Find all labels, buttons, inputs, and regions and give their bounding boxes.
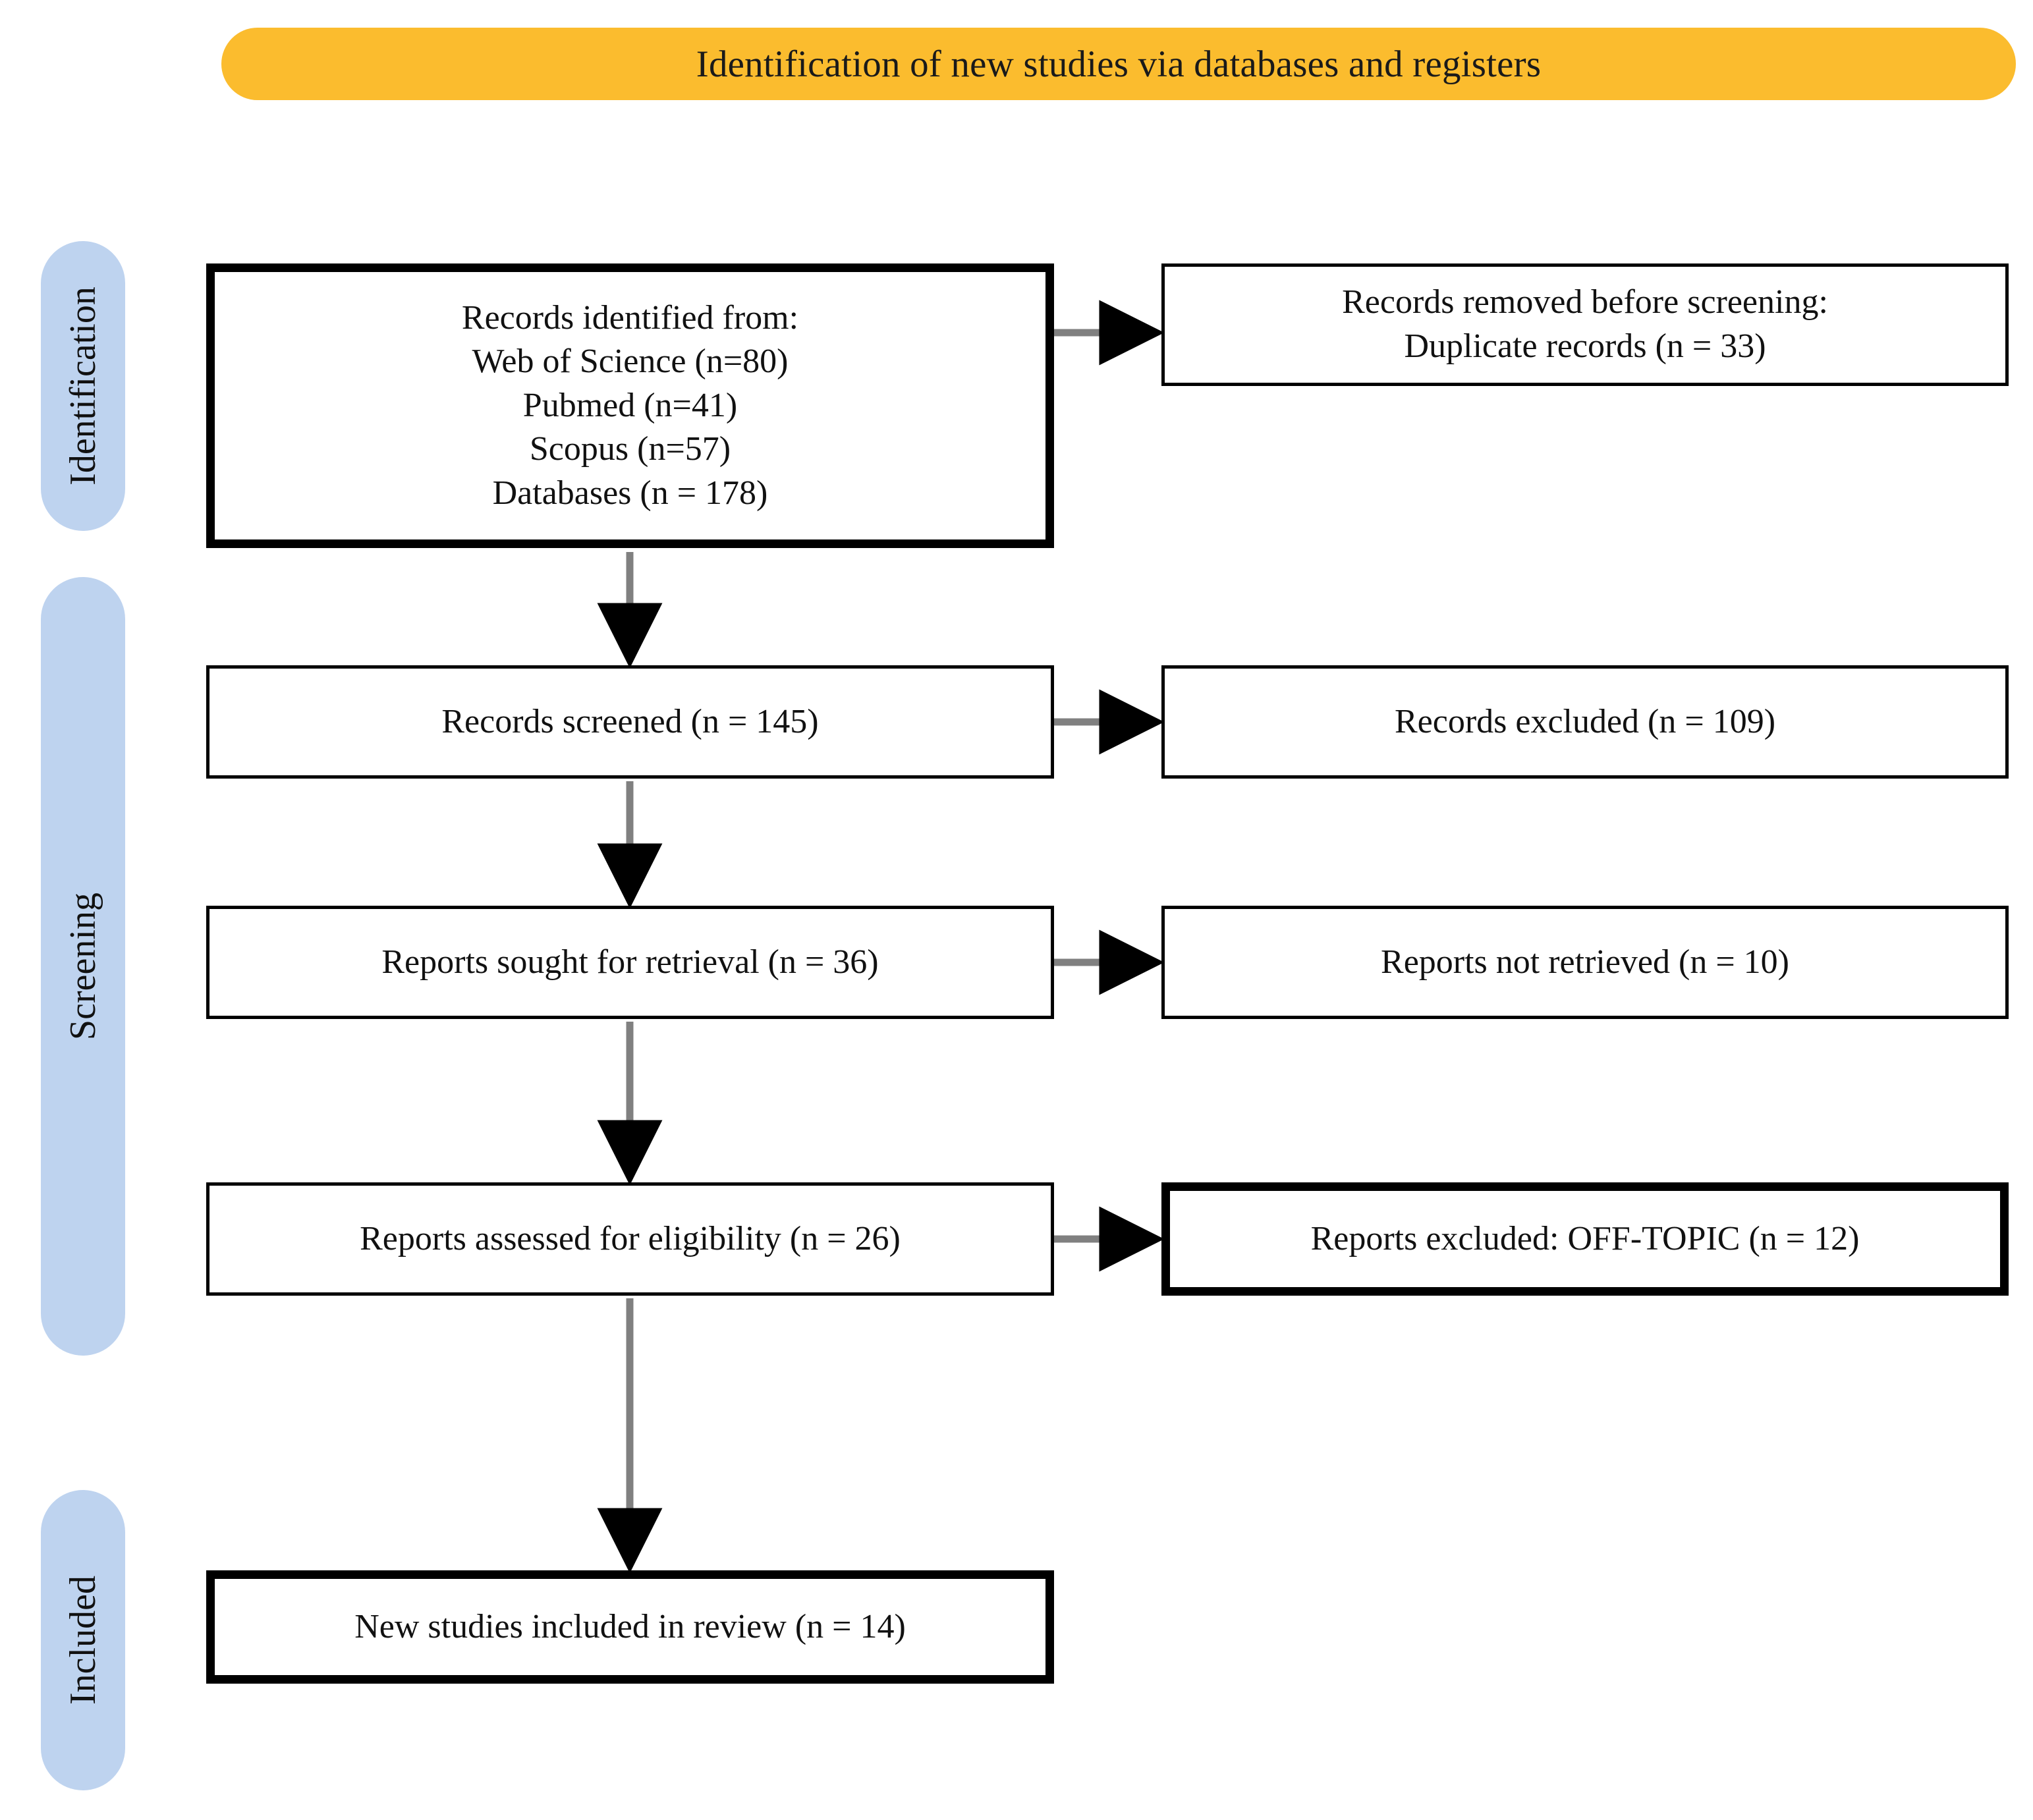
line: Pubmed (n=41) [522, 386, 738, 424]
box-reports-sought-text: Reports sought for retrieval (n = 36) [367, 941, 893, 985]
line: Records removed before screening: [1342, 283, 1828, 321]
line: Duplicate records (n = 33) [1404, 327, 1766, 365]
line: Reports sought for retrieval (n = 36) [381, 943, 879, 981]
stage-pill-screening: Screening [41, 577, 125, 1356]
line: Web of Science (n=80) [472, 343, 789, 381]
line: New studies included in review (n = 14) [354, 1607, 906, 1645]
diagram-header-banner: Identification of new studies via databa… [221, 28, 2016, 100]
stage-pill-included: Included [41, 1490, 125, 1790]
line: Records screened (n = 145) [441, 702, 819, 740]
box-records-identified-text: Records identified from: Web of Science … [447, 296, 813, 516]
line: Scopus (n=57) [529, 430, 731, 468]
box-records-identified: Records identified from: Web of Science … [206, 263, 1054, 548]
box-reports-excluded-offtopic: Reports excluded: OFF-TOPIC (n = 12) [1161, 1182, 2009, 1296]
line: Reports assessed for eligibility (n = 26… [360, 1219, 901, 1257]
box-reports-not-retrieved: Reports not retrieved (n = 10) [1161, 906, 2009, 1019]
box-reports-sought: Reports sought for retrieval (n = 36) [206, 906, 1054, 1019]
diagram-title: Identification of new studies via databa… [696, 43, 1542, 85]
box-reports-assessed: Reports assessed for eligibility (n = 26… [206, 1182, 1054, 1296]
box-reports-not-retrieved-text: Reports not retrieved (n = 10) [1366, 941, 1804, 985]
line: Reports not retrieved (n = 10) [1381, 943, 1789, 981]
box-records-screened: Records screened (n = 145) [206, 665, 1054, 779]
box-records-excluded-text: Records excluded (n = 109) [1380, 700, 1790, 744]
stage-label-screening: Screening [63, 893, 103, 1040]
box-records-removed: Records removed before screening: Duplic… [1161, 263, 2009, 386]
stage-label-identification: Identification [63, 287, 103, 485]
box-records-removed-text: Records removed before screening: Duplic… [1327, 281, 1843, 368]
line: Reports excluded: OFF-TOPIC (n = 12) [1310, 1219, 1860, 1257]
box-new-studies-included-text: New studies included in review (n = 14) [340, 1605, 920, 1649]
box-new-studies-included: New studies included in review (n = 14) [206, 1570, 1054, 1684]
line: Records identified from: [461, 298, 799, 337]
line: Databases (n = 178) [492, 474, 768, 512]
stage-pill-identification: Identification [41, 241, 125, 531]
line: Records excluded (n = 109) [1394, 702, 1776, 740]
box-reports-assessed-text: Reports assessed for eligibility (n = 26… [345, 1217, 915, 1261]
stage-label-included: Included [63, 1576, 103, 1705]
box-reports-excluded-offtopic-text: Reports excluded: OFF-TOPIC (n = 12) [1296, 1217, 1874, 1261]
box-records-excluded: Records excluded (n = 109) [1161, 665, 2009, 779]
box-records-screened-text: Records screened (n = 145) [427, 700, 833, 744]
